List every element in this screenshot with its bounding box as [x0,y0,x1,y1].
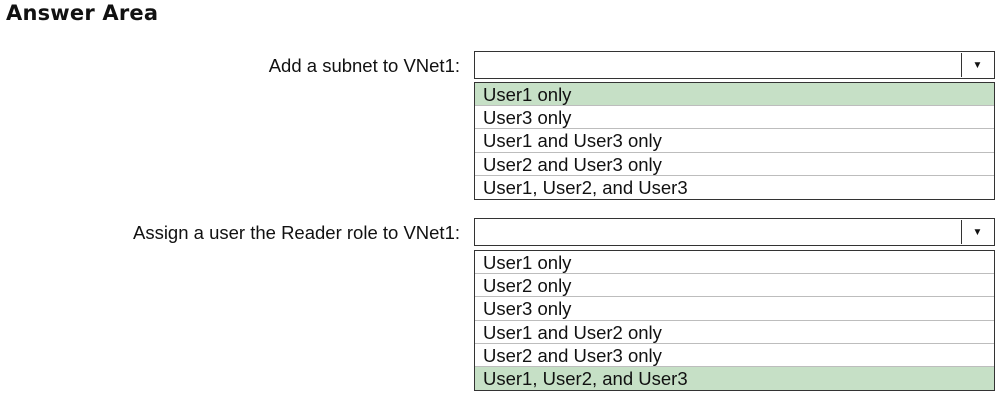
question-1-option-user1-only[interactable]: User1 only [475,83,994,107]
question-2-option-user2-only[interactable]: User2 only [475,274,994,298]
question-1-option-all-users[interactable]: User1, User2, and User3 [483,176,688,198]
question-1-label: Add a subnet to VNet1: [268,55,460,76]
question-1-option-user3-only[interactable]: User3 only [475,106,994,130]
question-2-label: Assign a user the Reader role to VNet1: [132,222,460,243]
question-2-option-user1-only[interactable]: User1 only [475,251,994,275]
question-1-options: User1 only User3 only User1 and User3 on… [474,82,995,200]
question-2-option-user3-only[interactable]: User3 only [475,297,994,321]
question-2-option-all-users[interactable]: User1, User2, and User3 [475,366,994,391]
question-1-option-user2-user3[interactable]: User2 and User3 only [475,153,994,176]
question-1-option-user1-user3[interactable]: User1 and User3 only [475,129,994,153]
question-2-option-user1-user2[interactable]: User1 and User2 only [475,321,994,344]
question-2-dropdown-arrow[interactable]: ▼ [961,220,993,244]
question-2-option-user2-user3[interactable]: User2 and User3 only [475,344,994,367]
answer-area-title: Answer Area [6,1,159,25]
question-2-dropdown[interactable]: ▼ [474,218,995,246]
question-2-options: User1 only User2 only User3 only User1 a… [474,250,995,392]
question-1-dropdown[interactable]: ▼ [474,51,995,79]
question-1-dropdown-arrow[interactable]: ▼ [961,53,993,77]
triangle-down-icon: ▼ [972,59,983,71]
triangle-down-icon: ▼ [972,226,983,238]
